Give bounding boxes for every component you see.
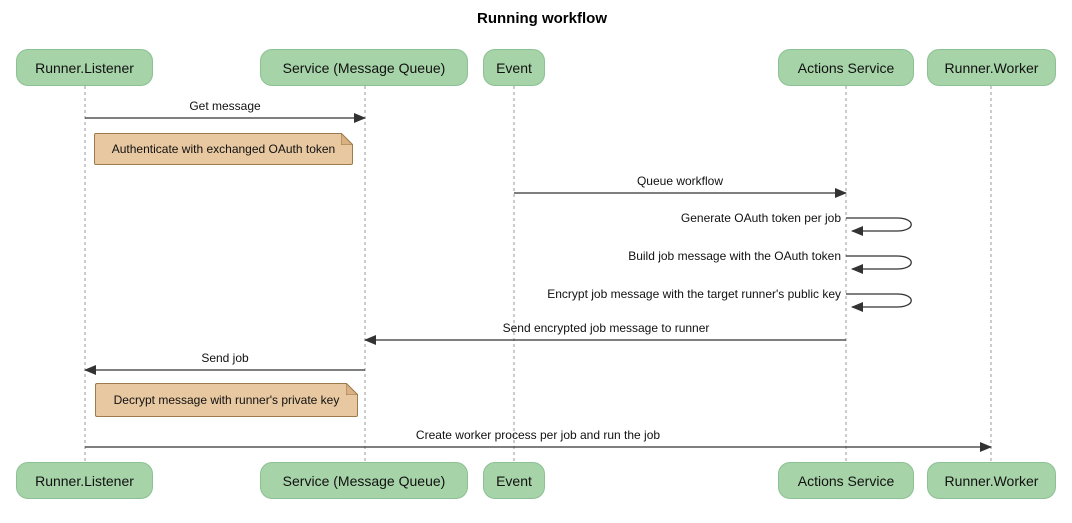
participant-top-actions-service: Actions Service xyxy=(778,49,914,86)
participant-label: Service (Message Queue) xyxy=(282,59,446,76)
message-label-create-worker-process: Create worker process per job and run th… xyxy=(415,428,661,442)
participant-bottom-service-message-queue: Service (Message Queue) xyxy=(260,462,468,499)
participant-label: Actions Service xyxy=(797,59,895,76)
participant-label: Service (Message Queue) xyxy=(282,472,446,489)
participant-top-service-message-queue: Service (Message Queue) xyxy=(260,49,468,86)
diagram-title: Running workflow xyxy=(477,10,607,27)
note-decrypt-private-key: Decrypt message with runner's private ke… xyxy=(95,383,358,417)
note-label: Decrypt message with runner's private ke… xyxy=(113,393,340,407)
participant-bottom-actions-service: Actions Service xyxy=(778,462,914,499)
note-label: Authenticate with exchanged OAuth token xyxy=(111,142,336,156)
note-authenticate-oauth-token: Authenticate with exchanged OAuth token xyxy=(94,133,353,165)
participant-label: Runner.Worker xyxy=(944,472,1039,489)
participant-top-runner-listener: Runner.Listener xyxy=(16,49,153,86)
message-label-queue-workflow: Queue workflow xyxy=(636,174,724,188)
note-fold-corner-icon xyxy=(346,383,358,395)
note-fold-corner-icon xyxy=(341,133,353,145)
message-label-send-encrypted-job-message: Send encrypted job message to runner xyxy=(502,321,710,335)
participant-label: Event xyxy=(496,59,532,76)
arrow-self-build-job-message xyxy=(846,255,912,274)
arrow-self-encrypt-job-message xyxy=(846,293,912,312)
participant-label: Actions Service xyxy=(797,472,895,489)
participant-top-event: Event xyxy=(483,49,545,86)
participant-label: Runner.Listener xyxy=(35,472,134,489)
message-label-get-message: Get message xyxy=(189,99,261,113)
participant-label: Event xyxy=(496,472,532,489)
participant-label: Runner.Listener xyxy=(35,59,134,76)
message-label-generate-oauth-token: Generate OAuth token per job xyxy=(680,211,841,225)
participant-bottom-event: Event xyxy=(483,462,545,499)
arrow-self-generate-oauth-token xyxy=(846,217,912,236)
participant-top-runner-worker: Runner.Worker xyxy=(927,49,1056,86)
participant-bottom-runner-worker: Runner.Worker xyxy=(927,462,1056,499)
message-label-build-job-message: Build job message with the OAuth token xyxy=(628,249,841,263)
message-label-encrypt-job-message: Encrypt job message with the target runn… xyxy=(547,287,841,301)
message-label-send-job: Send job xyxy=(201,351,249,365)
participant-label: Runner.Worker xyxy=(944,59,1039,76)
participant-bottom-runner-listener: Runner.Listener xyxy=(16,462,153,499)
